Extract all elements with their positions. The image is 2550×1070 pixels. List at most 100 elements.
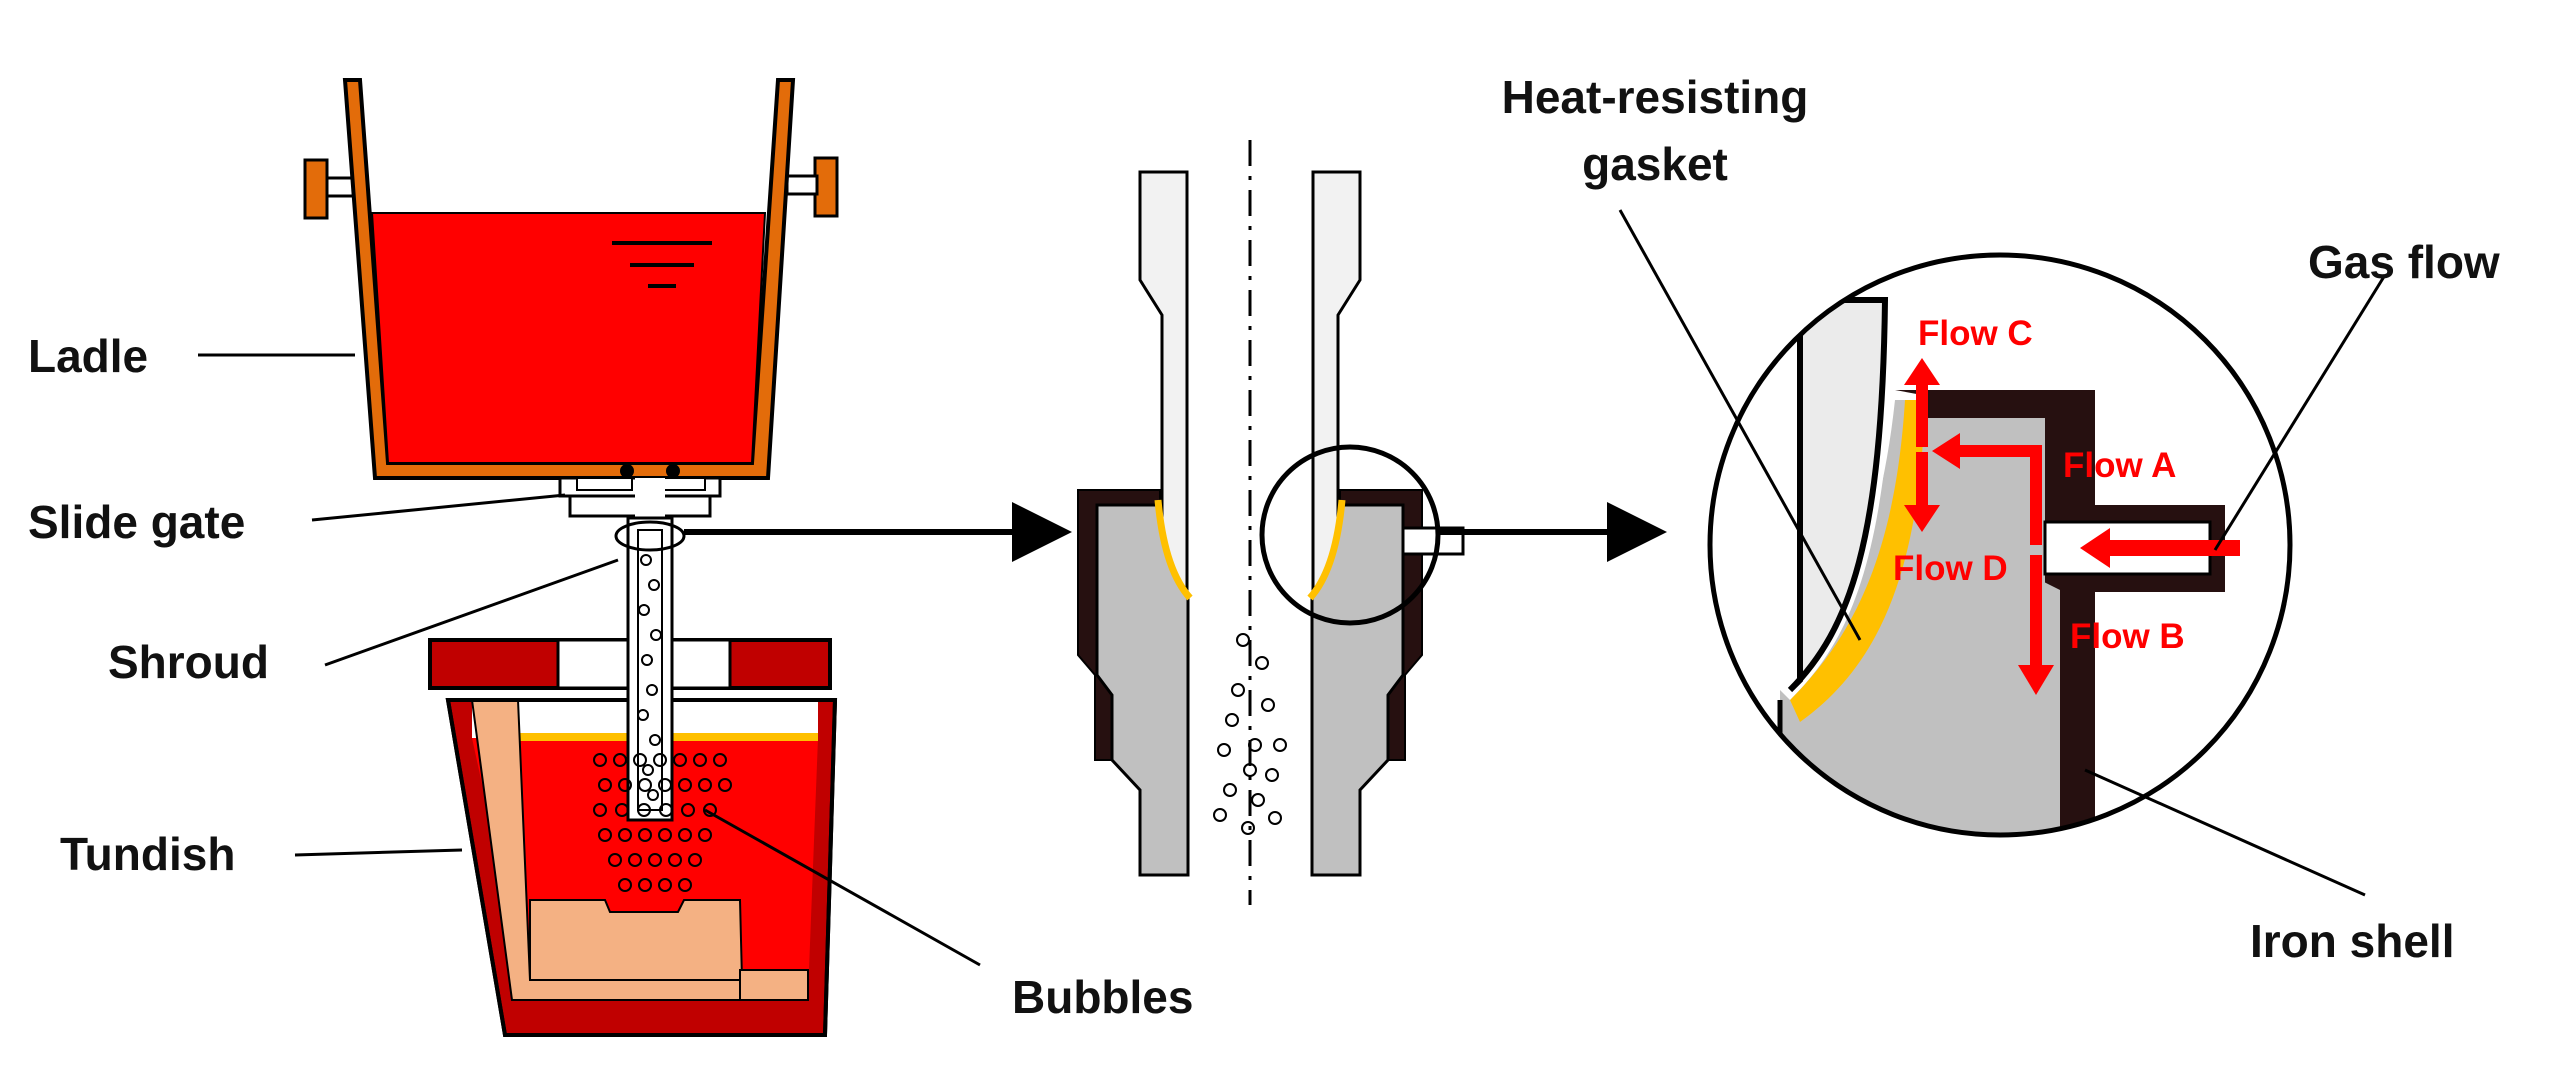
bubble	[1213, 808, 1227, 822]
bubble	[1241, 821, 1255, 835]
bubble	[615, 803, 629, 817]
bubble	[658, 828, 672, 842]
bubble	[593, 753, 607, 767]
shroud-joint-ellipse	[614, 520, 686, 552]
bubble	[668, 853, 682, 867]
bubble	[1231, 683, 1245, 697]
bubble	[1236, 633, 1250, 647]
bubble	[693, 753, 707, 767]
impact-pad	[529, 899, 744, 981]
bubble	[641, 654, 653, 666]
flow-arrow-c	[1904, 358, 1940, 447]
bubble	[688, 853, 702, 867]
bubble	[1223, 783, 1237, 797]
label-flow-c: Flow C	[1918, 314, 2033, 353]
bubble	[653, 753, 667, 767]
bubble	[673, 753, 687, 767]
label-shroud: Shroud	[108, 636, 269, 688]
shroud	[614, 516, 686, 822]
ladle-right-pin	[785, 174, 819, 196]
label-tundish: Tundish	[60, 828, 235, 880]
bubble	[650, 629, 662, 641]
bubble	[598, 828, 612, 842]
bubble	[649, 734, 661, 746]
bubble	[638, 878, 652, 892]
bubble	[659, 803, 673, 817]
ladle-tundish-assembly	[198, 78, 981, 1037]
bubble	[633, 753, 647, 767]
label-flow-d: Flow D	[1893, 549, 2008, 588]
bubble	[1225, 713, 1239, 727]
bubble	[648, 579, 660, 591]
bubble	[703, 803, 717, 817]
bubble	[618, 778, 632, 792]
ladle	[303, 78, 839, 480]
bubble	[648, 853, 662, 867]
bubble	[1248, 738, 1262, 752]
flow-arrow-d	[1904, 452, 1940, 532]
bubble	[1251, 793, 1265, 807]
ladle-shell	[342, 78, 796, 480]
flow-arrow-gas-in	[2080, 528, 2240, 568]
bubble	[640, 554, 652, 566]
bubble	[678, 778, 692, 792]
label-ladle: Ladle	[28, 330, 148, 382]
bubble	[718, 778, 732, 792]
label-bubbles: Bubbles	[1012, 971, 1193, 1023]
detail-gasket	[1790, 400, 1925, 722]
bubble	[1217, 743, 1231, 757]
flow-arrow-a	[1932, 433, 2042, 469]
bubble	[638, 604, 650, 616]
bubble	[618, 828, 632, 842]
bubbles-middle	[1213, 633, 1287, 835]
bubble	[698, 828, 712, 842]
label-iron-shell: Iron shell	[2250, 915, 2454, 967]
bubble	[1261, 698, 1275, 712]
bubble	[637, 709, 649, 721]
bubble	[642, 764, 654, 776]
label-slide-gate: Slide gate	[28, 496, 245, 548]
bubble	[1268, 811, 1282, 825]
label-gas-flow: Gas flow	[2308, 236, 2500, 288]
gasket-left	[1154, 499, 1193, 601]
bubble	[598, 778, 612, 792]
detail-circle	[1259, 444, 1441, 626]
detail-iron-shell	[1895, 390, 2225, 835]
label-flow-a: Flow A	[2063, 446, 2176, 485]
bubble	[638, 778, 652, 792]
label-flow-b: Flow B	[2070, 617, 2185, 656]
bubble	[681, 803, 695, 817]
bubble	[1255, 656, 1269, 670]
label-heat-resisting-gasket-line2: gasket	[1582, 138, 1728, 190]
ladle-left-lug	[303, 158, 329, 220]
bubble	[678, 828, 692, 842]
bubbles-left	[593, 554, 732, 892]
tundish	[428, 638, 838, 1037]
nozzle-section-view	[1077, 140, 1465, 905]
gasket-right	[1307, 499, 1346, 601]
bubble	[678, 878, 692, 892]
bubble	[628, 853, 642, 867]
bubble	[618, 878, 632, 892]
label-heat-resisting-gasket-line1: Heat-resisting	[1502, 71, 1809, 123]
bubble	[593, 803, 607, 817]
bubble	[1265, 768, 1279, 782]
bubble	[646, 684, 658, 696]
slide-gate	[558, 464, 722, 518]
bubble	[637, 803, 651, 817]
bubble	[1243, 763, 1257, 777]
gas-inlet-pipe	[1401, 526, 1465, 556]
bubble	[638, 828, 652, 842]
flow-arrows	[1904, 358, 2240, 695]
bubble	[698, 778, 712, 792]
detail-frame-circle	[1707, 252, 2293, 838]
bubble	[658, 878, 672, 892]
flow-arrow-b	[2018, 555, 2054, 695]
bubble	[608, 853, 622, 867]
bubble	[1273, 738, 1287, 752]
ladle-molten-steel	[370, 212, 767, 464]
detail-shroud-wall	[1787, 297, 1889, 693]
bubble	[647, 789, 659, 801]
bubble	[713, 753, 727, 767]
